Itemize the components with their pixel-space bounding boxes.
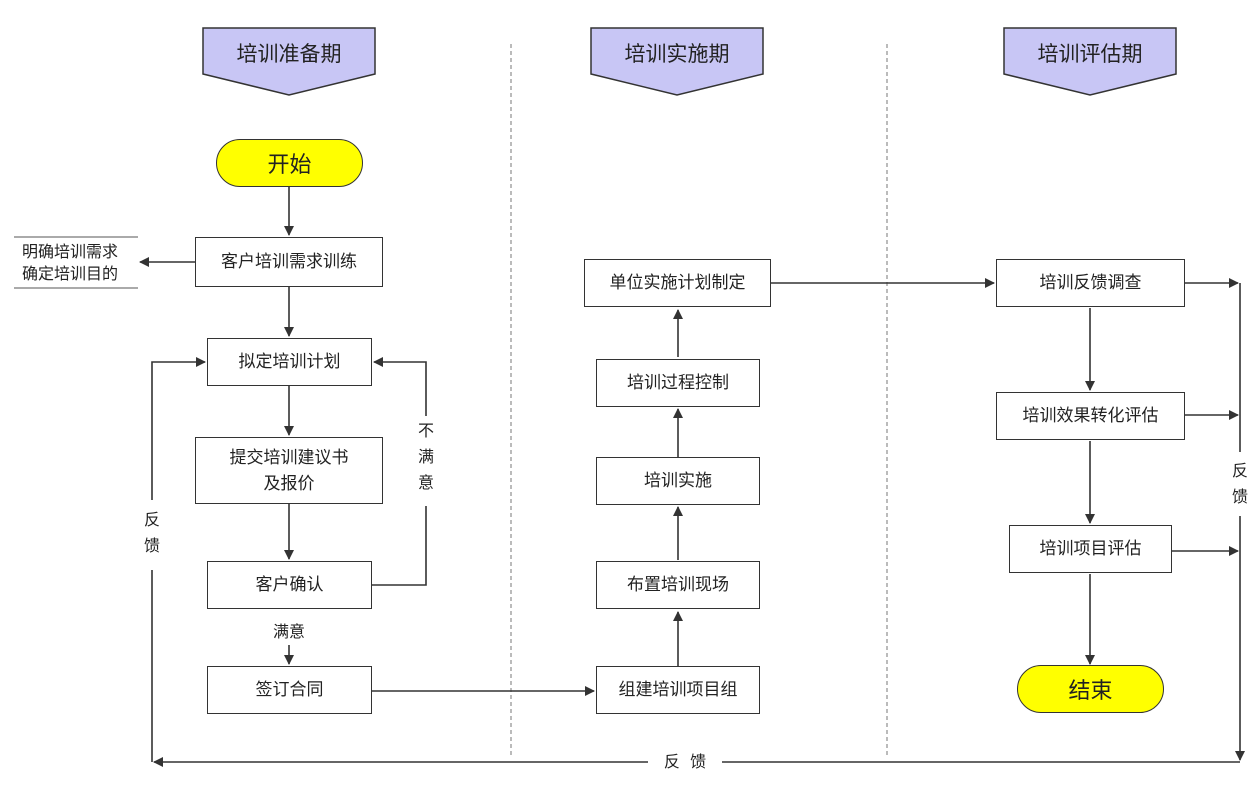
feedback-left-upper [151,357,206,500]
unit-plan-node: 单位实施计划制定 [584,259,771,307]
feedback-bottom-label: 反 馈 [663,752,707,771]
arrow-unsatisfied-loop-lower [372,506,427,586]
client-needs-node: 客户培训需求训练 [195,237,383,287]
phase-header-evaluate-shape [1003,27,1177,96]
feedback-left-label: 反 馈 [143,510,160,555]
start-node: 开始 [216,139,363,187]
end-node: 结束 [1017,665,1164,713]
side-note: 明确培训需求 确定培训目的 [22,242,119,283]
training-impl-node: 培训实施 [596,457,760,505]
proposal-node: 提交培训建议书 及报价 [195,437,383,504]
phase-header-prepare-shape [202,27,376,96]
feedback-survey-node: 培训反馈调查 [996,259,1185,307]
process-control-node: 培训过程控制 [596,359,760,407]
phase-title-implement: 培训实施期 [624,42,730,66]
effect-eval-node: 培训效果转化评估 [996,392,1185,440]
form-team-node: 组建培训项目组 [596,666,760,714]
satisfied-label: 满意 [272,622,305,641]
feedback-right-label: 反 馈 [1231,461,1248,506]
sign-contract-node: 签订合同 [207,666,372,714]
unsatisfied-label: 不 满 意 [417,421,434,492]
phase-title-prepare: 培训准备期 [236,42,342,66]
plan-node: 拟定培训计划 [207,338,372,386]
arrow-unsatisfied-loop-upper [373,357,427,416]
project-eval-node: 培训项目评估 [1009,525,1172,573]
phase-title-evaluate: 培训评估期 [1037,42,1143,66]
setup-site-node: 布置培训现场 [596,561,760,609]
phase-header-implement-shape [590,27,764,96]
client-confirm-node: 客户确认 [207,561,372,609]
